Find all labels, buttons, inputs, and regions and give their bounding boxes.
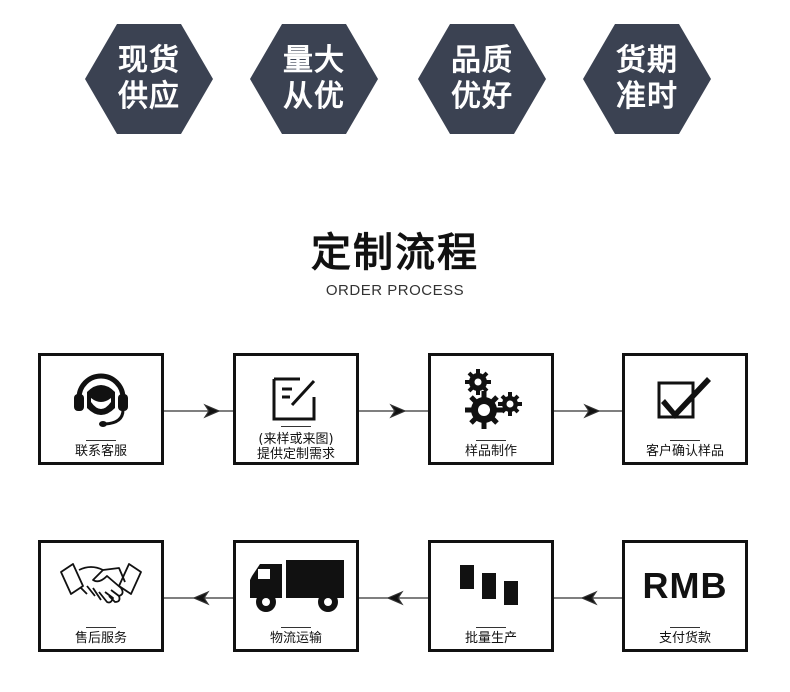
arrow-left-icon — [580, 590, 598, 606]
arrow-right-icon — [203, 403, 221, 419]
step-label-line1: (来样或来图) — [258, 432, 334, 447]
step-label: 客户确认样品 — [645, 444, 724, 459]
arrow-right-icon — [389, 403, 407, 419]
divider — [86, 440, 116, 441]
feature-text-line1: 品质 — [451, 43, 513, 78]
step-label: 联系客服 — [74, 444, 127, 459]
rmb-text: RMB — [642, 565, 728, 606]
page-title: 定制流程 — [311, 230, 479, 276]
arrow-left-icon — [192, 590, 210, 606]
feature-text-line2: 准时 — [616, 79, 678, 114]
bar-blocks-icon — [431, 555, 551, 617]
delivery-truck-icon — [236, 555, 356, 617]
step-logistics: 物流运输 — [233, 540, 359, 652]
feature-hexagon-bulk-discount: 量大 从优 — [250, 24, 378, 134]
edit-document-icon — [236, 368, 356, 430]
feature-text-line2: 从优 — [283, 79, 345, 114]
step-label: 售后服务 — [74, 631, 127, 646]
divider — [281, 426, 311, 427]
step-label: 支付货款 — [658, 631, 711, 646]
step-label-line2: 提供定制需求 — [256, 447, 335, 462]
feature-text-line1: 量大 — [283, 43, 345, 78]
arrow-right-icon — [583, 403, 601, 419]
arrow-left-icon — [386, 590, 404, 606]
divider — [86, 627, 116, 628]
step-payment: RMB 支付货款 — [622, 540, 748, 652]
divider — [476, 627, 506, 628]
feature-text-line1: 现货 — [118, 43, 180, 78]
step-confirm-sample: 客户确认样品 — [622, 353, 748, 465]
step-label: 样品制作 — [464, 444, 517, 459]
handshake-icon — [41, 555, 161, 617]
checkbox-icon — [625, 368, 745, 430]
gears-icon — [431, 368, 551, 430]
divider — [281, 627, 311, 628]
step-sample-production: 样品制作 — [428, 353, 554, 465]
rmb-text-icon: RMB — [625, 555, 745, 617]
feature-text-line2: 优好 — [451, 79, 513, 114]
step-label: (来样或来图) 提供定制需求 — [236, 432, 356, 462]
divider — [670, 627, 700, 628]
step-mass-production: 批量生产 — [428, 540, 554, 652]
feature-text-line1: 货期 — [616, 43, 678, 78]
page-subtitle: ORDER PROCESS — [325, 282, 465, 299]
step-submit-requirements: (来样或来图) 提供定制需求 — [233, 353, 359, 465]
customer-service-headset-icon — [41, 368, 161, 430]
divider — [670, 440, 700, 441]
step-label: 物流运输 — [269, 631, 322, 646]
step-after-sales: 售后服务 — [38, 540, 164, 652]
divider — [476, 440, 506, 441]
step-contact-service: 联系客服 — [38, 353, 164, 465]
step-label: 批量生产 — [464, 631, 517, 646]
feature-text-line2: 供应 — [118, 79, 180, 114]
